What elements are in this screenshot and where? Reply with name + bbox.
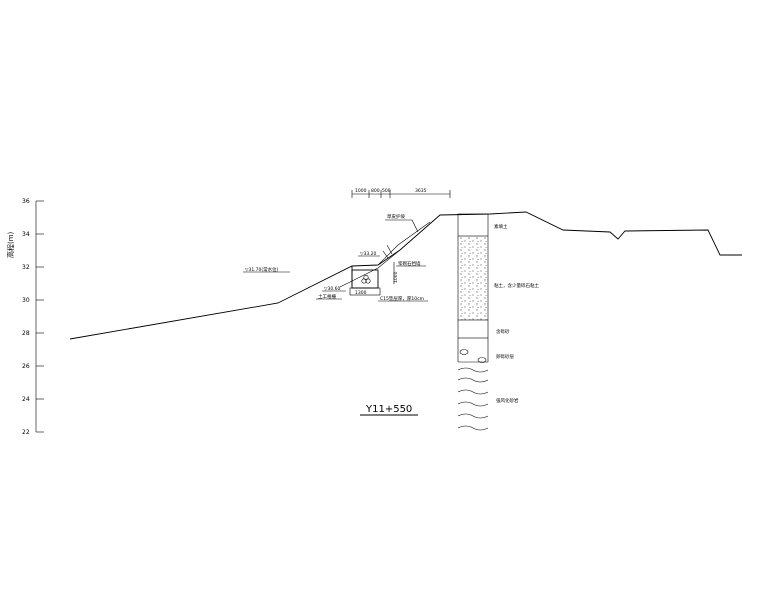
rock-wave-line [457, 425, 489, 431]
axis-tick-label: 30 [22, 297, 30, 304]
rock-wave-line [457, 389, 489, 395]
elevation-axis: 36 34 32 30 28 26 24 22 高程(m) [6, 198, 44, 436]
dimension-label: 1000 [355, 188, 367, 194]
axis-tick-label: 22 [22, 429, 30, 436]
greening-label: 草皮护坡 [387, 213, 405, 220]
stratum-label: 卵砾砂层 [496, 353, 514, 360]
embankment [339, 221, 431, 288]
pipe-circle [363, 274, 369, 280]
rock-wave-line [457, 401, 489, 407]
axis-tick-label: 26 [22, 363, 30, 370]
stratum-label: 含砾砂 [496, 328, 510, 335]
geotextile-label: 土工格栅 [318, 293, 336, 300]
axis-tick-label: 24 [22, 396, 30, 403]
cushion-label: C15垫层厚，厚10cm [380, 295, 424, 302]
axis-tick-label: 36 [22, 198, 30, 205]
pebble-shape [477, 357, 487, 363]
gravel-sand-layer [457, 319, 489, 339]
bottom-level-label: ▽30.60 [324, 286, 340, 292]
dimension-label: 800 [371, 188, 380, 194]
axis-tick-label: 28 [22, 330, 30, 337]
ground-profile [69, 211, 742, 340]
retaining-box: 1300 [349, 269, 381, 296]
stratum-label: 素填土 [494, 223, 508, 230]
water-level-label: ▽31.70(常水位) [245, 266, 279, 273]
fill-soil-layer [457, 213, 489, 237]
dimension-label: 1000 [393, 271, 399, 283]
slope-hatch [382, 250, 389, 259]
dimension-vertical: 1000 [393, 262, 399, 284]
top-level-label: ▽33.20 [360, 251, 376, 257]
box-width-label: 1300 [355, 290, 367, 296]
dimension-label: 3635 [415, 188, 427, 194]
annotations: ▽31.70(常水位) ▽33.20 ▽30.60 草皮护坡 浆砌石挡墙 C15… [243, 213, 428, 302]
stratum-label: 强风化砂岩 [496, 397, 519, 404]
rock-wave-line [457, 367, 489, 373]
stone-wall-label: 浆砌石挡墙 [398, 260, 421, 267]
slope-hatch [386, 244, 393, 255]
stratum-label: 粘土，含少量砾石粘土 [494, 282, 539, 289]
dimension-label: 500 [382, 188, 391, 194]
clay-layer [458, 236, 488, 320]
rock-wave-line [457, 377, 489, 383]
axis-label: 高程(m) [6, 231, 15, 258]
axis-tick-label: 34 [22, 231, 30, 238]
dimension-top: 1000 800 500 3635 [351, 188, 451, 198]
axis-tick-label: 32 [22, 264, 30, 271]
cushion-layer [349, 287, 381, 296]
rock-wave-line [457, 413, 489, 419]
borehole-column: 素填土 粘土，含少量砾石粘土 含砾砂 卵砾砂层 强风化砂岩 [457, 213, 539, 431]
pebble-shape [459, 349, 469, 355]
section-title-group: Y11+550 [360, 404, 418, 416]
section-title: Y11+550 [365, 404, 412, 415]
